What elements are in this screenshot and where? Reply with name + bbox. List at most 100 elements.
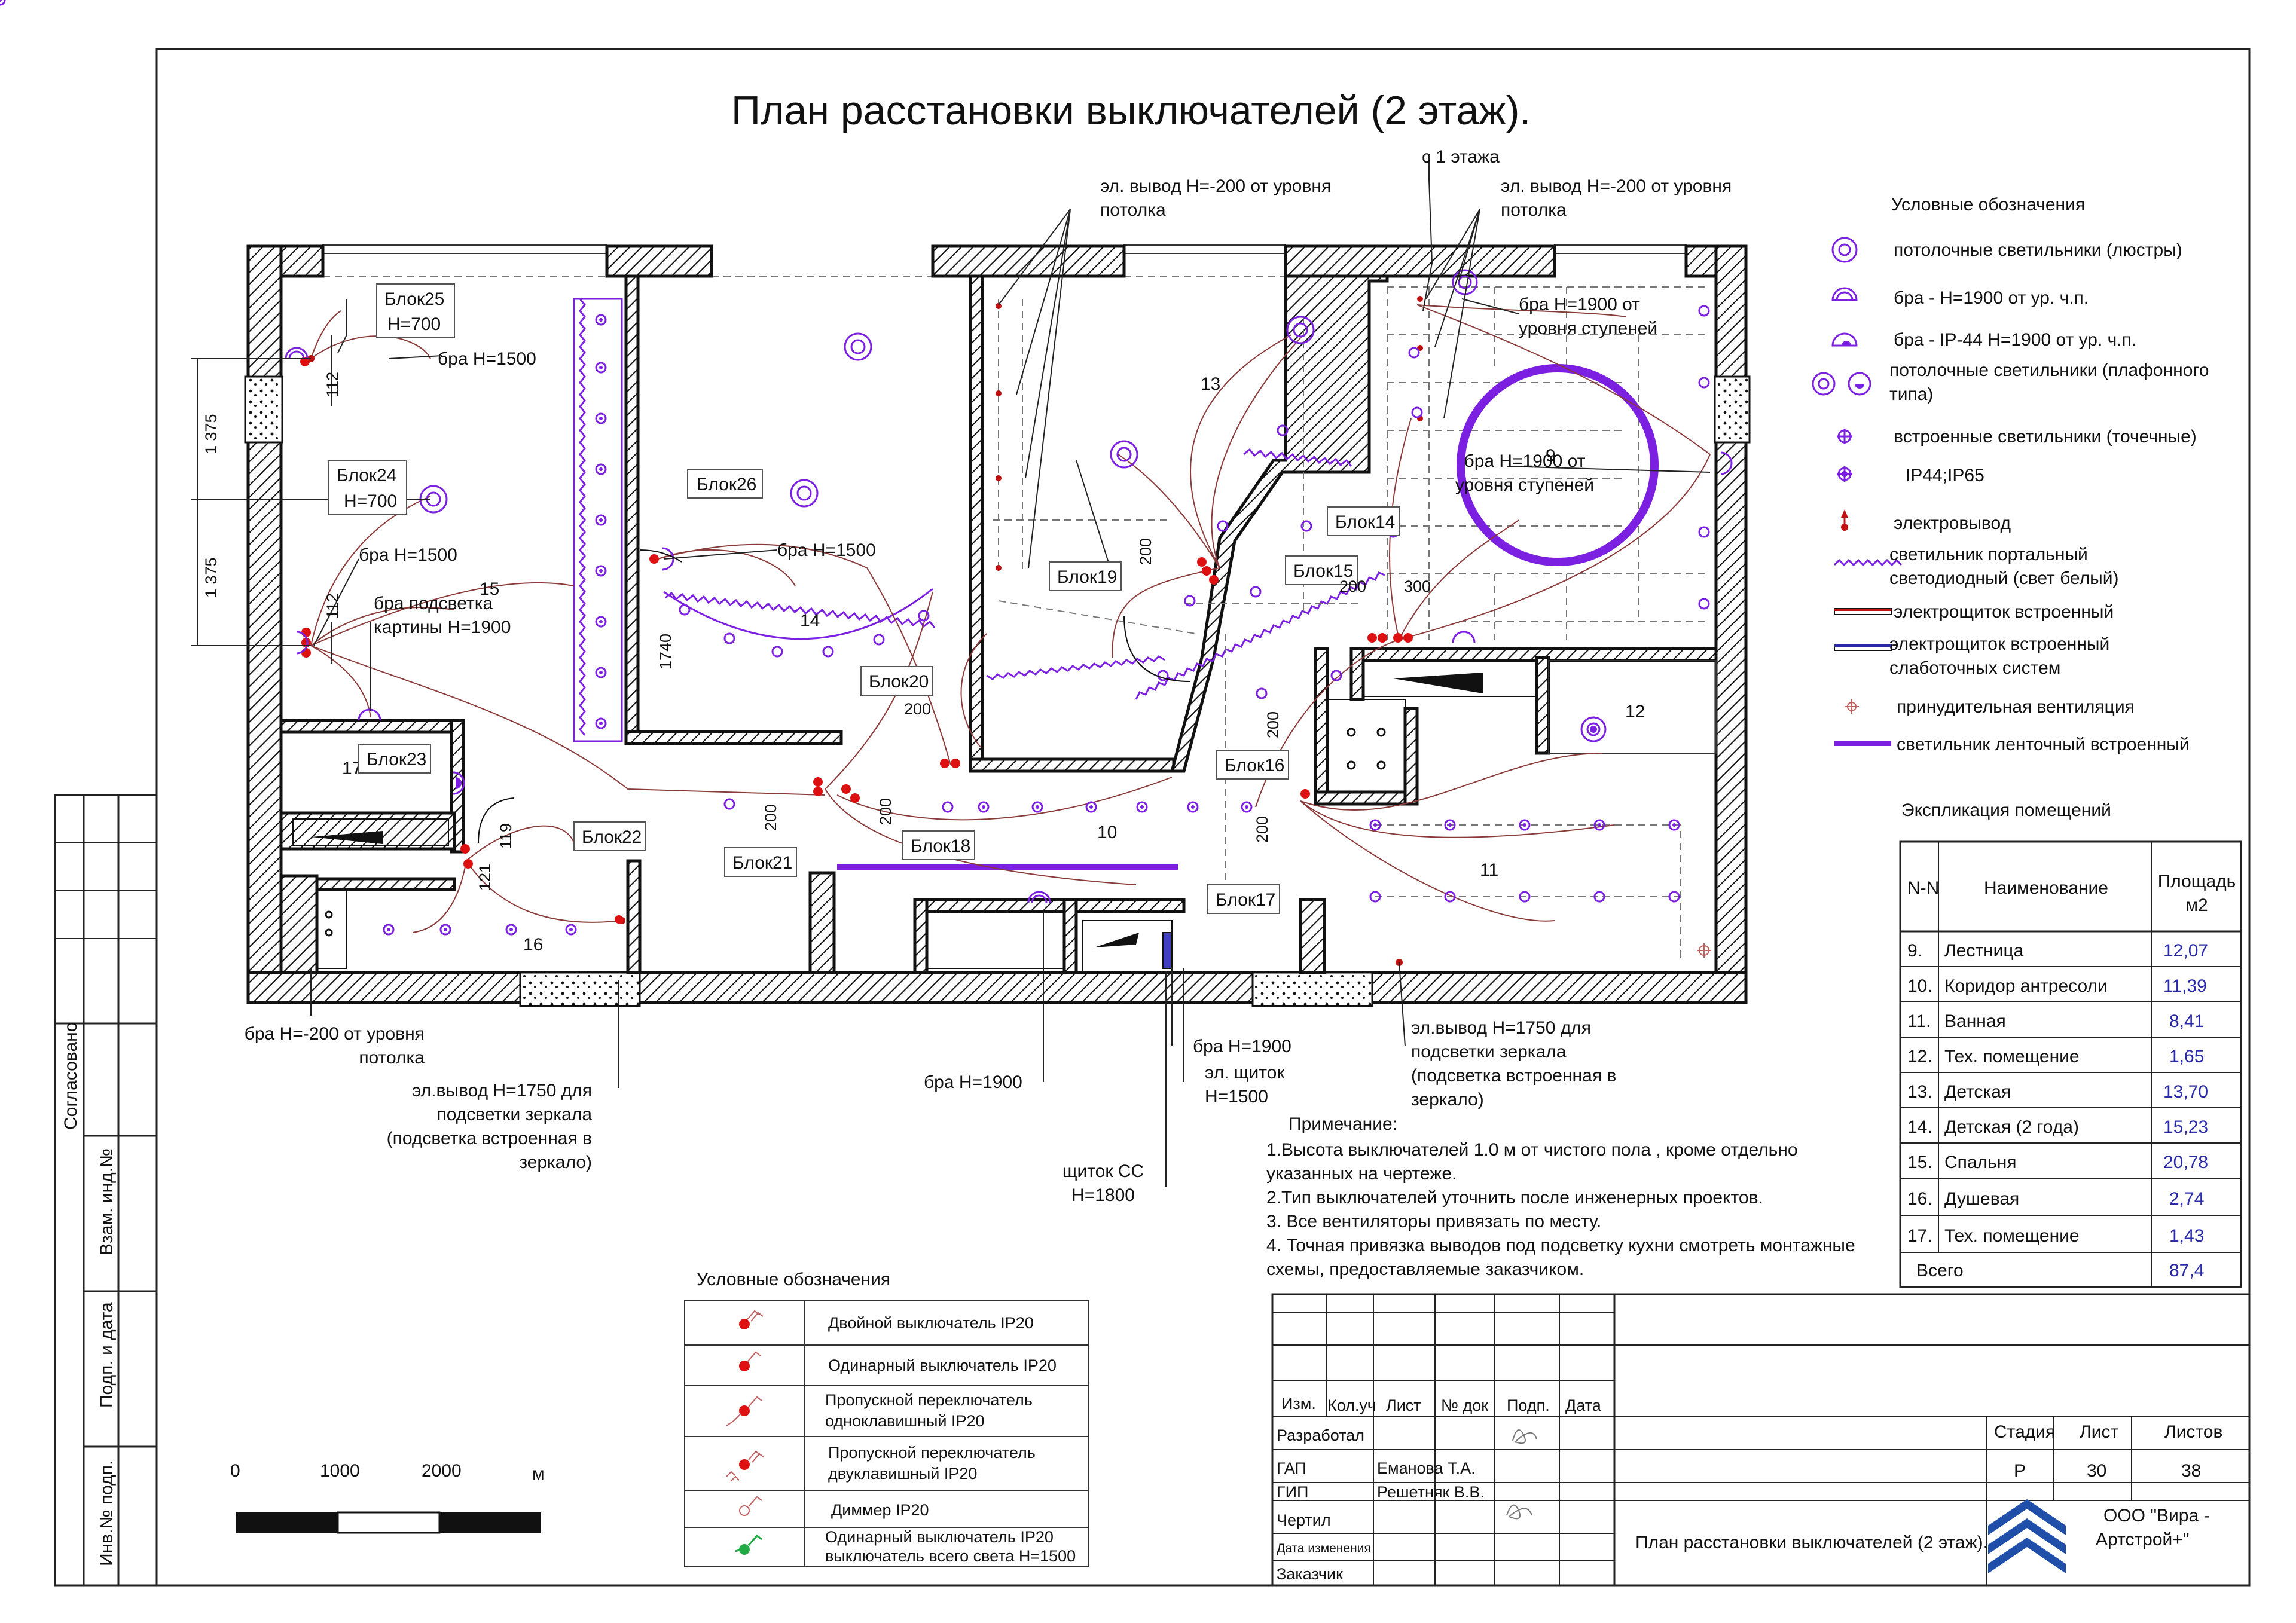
rooms-header-name: Наименование: [1984, 878, 2108, 898]
block-24-height: H=700: [344, 491, 397, 511]
tb-col-kol: Кол.уч: [1327, 1396, 1376, 1414]
tb-role-gip: ГИП: [1277, 1483, 1308, 1501]
rooms-total-label: Всего: [1916, 1261, 1964, 1280]
dim-200-f: 200: [877, 798, 894, 825]
block-label-20: Блок20: [869, 672, 929, 692]
side-label-replaced: Взам. инд.№: [97, 1148, 117, 1255]
wall-top-mid: [605, 244, 713, 278]
single-switch-icon: [739, 1351, 761, 1371]
rooms-header-num: N-N: [1907, 878, 1939, 898]
passthrough-double-icon: [726, 1450, 765, 1482]
passthrough-single-icon: [726, 1396, 762, 1426]
tb-sheets-header: Листов: [2164, 1422, 2222, 1442]
wall-interior-21: [1349, 647, 1365, 701]
block-25-height: H=700: [387, 314, 441, 334]
wall-interior-4: [969, 757, 1176, 773]
from-first-floor: с 1 этажа: [1422, 147, 1500, 167]
rooms-row-2-area: 11,39: [2163, 976, 2207, 996]
ring-light: [1457, 364, 1659, 566]
wall-interior-11: [808, 871, 836, 974]
rooms-row-2-num: 10.: [1907, 976, 1932, 996]
double-switch-icon: [739, 1310, 764, 1329]
ceiling-plafond-icon: [1812, 372, 1836, 396]
rooms-total-value: 87,4: [2169, 1261, 2204, 1280]
room-number-9: 9: [1546, 446, 1556, 466]
rooms-row-1-name: Лестница: [1944, 941, 2024, 961]
legend-switches-title: Условные обозначения: [697, 1270, 890, 1289]
rooms-row-3-num: 11.: [1907, 1011, 1931, 1031]
legend-lights-title: Условные обозначения: [1891, 195, 2085, 215]
dim-200-e: 200: [1253, 816, 1271, 843]
rooms-row-7-area: 20,78: [2163, 1153, 2208, 1172]
block-label-21: Блок21: [732, 853, 792, 873]
notes-line-4: 3. Все вентиляторы привязать по месту.: [1266, 1212, 1601, 1231]
tb-drawing-title: План расстановки выключателей (2 этаж).: [1635, 1533, 1988, 1552]
rooms-row-8-area: 2,74: [2169, 1189, 2204, 1209]
wall-interior-8: [279, 874, 319, 974]
scale-bar: 0 1000 2000 м: [230, 1461, 545, 1534]
rooms-row-6-name: Детская (2 года): [1944, 1117, 2079, 1137]
block-label-17: Блок17: [1216, 890, 1275, 910]
wall-top-mid2: [931, 244, 1126, 278]
tb-sheet-header: Лист: [2080, 1422, 2118, 1442]
scale-label-2000: 2000: [422, 1461, 462, 1481]
room-number-14: 14: [800, 611, 820, 631]
legend-lights-item-8: светильник портальный светодиодный (свет…: [1889, 545, 2119, 588]
legend-lights-item-11: принудительная вентиляция: [1897, 697, 2135, 717]
room-number-13: 13: [1201, 374, 1220, 394]
wall-left: [246, 244, 283, 1004]
tb-col-date: Дата: [1565, 1396, 1602, 1414]
ceiling-chandelier-icon: [1831, 237, 1858, 263]
ventilation-icon: [1845, 699, 1859, 714]
block-label-25: Блок25: [384, 289, 444, 309]
rooms-row-3-area: 8,41: [2169, 1011, 2204, 1031]
dim-200-g: 200: [1339, 577, 1366, 595]
master-switch-icon: [735, 1534, 762, 1555]
block-label-16: Блок16: [1225, 756, 1284, 775]
wall-interior-10: [626, 859, 642, 974]
rooms-row-5-area: 13,70: [2163, 1082, 2208, 1102]
wall-interior-9: [315, 877, 456, 891]
legend-lights-item-9: электрощиток встроенный: [1894, 602, 2114, 622]
dim-200-d: 200: [1264, 711, 1282, 738]
sconces: [285, 347, 1733, 903]
title-block: Изм. Кол.уч Лист № док Подп. Дата Разраб…: [1271, 1293, 2251, 1587]
notes-line-5: 4. Точная привязка выводов под подсветку…: [1266, 1236, 1855, 1255]
block-label-18: Блок18: [911, 836, 970, 856]
tb-role-drafter: Чертил: [1277, 1511, 1331, 1529]
wall-interior-17: [1314, 647, 1329, 806]
tb-role-gap: ГАП: [1277, 1459, 1306, 1477]
rooms-row-4-num: 12.: [1907, 1047, 1932, 1066]
room-number-12: 12: [1625, 702, 1645, 722]
rooms-row-9-num: 17.: [1907, 1226, 1932, 1246]
wall-interior-2: [624, 730, 843, 745]
sconce-ip44-icon: [1831, 332, 1858, 347]
tb-gap-name: Еманова Т.А.: [1377, 1459, 1476, 1477]
wall-interior-18: [1314, 790, 1419, 806]
dim-200-a: 200: [1137, 538, 1155, 565]
floor-plan: 9 10 11 12 13 14 15 16 17 Блок14 Блок15 …: [0, 0, 1751, 1205]
notes: Примечание: 1.Высота выключателей 1.0 м …: [1266, 1114, 1855, 1279]
rooms-row-5-name: Детская: [1944, 1082, 2011, 1102]
dim-119: 119: [497, 823, 515, 849]
legend-switch-item-6: Одинарный выключатель IP20 выключатель в…: [825, 1528, 1076, 1565]
stair: [1387, 286, 1710, 640]
wall-interior-14: [1062, 898, 1078, 974]
callout-sconce-1500-b: бра H=1500: [359, 545, 457, 565]
rooms-row-7-num: 15.: [1907, 1153, 1932, 1172]
legend-lights-item-3: бра - IP-44 H=1900 от ур. ч.п.: [1894, 330, 2136, 350]
callout-ceiling-out-2: эл. вывод H=-200 от уровня потолка: [1501, 176, 1732, 220]
block-label-15: Блок15: [1293, 561, 1353, 581]
side-stamp: Согласовано Взам. инд.№ Подп. и дата Инв…: [54, 794, 158, 1587]
legend-lights-item-5: встроенные светильники (точечные): [1894, 427, 2197, 447]
callout-mirror-left: эл.вывод H=1750 для подсветки зеркала (п…: [386, 1081, 592, 1172]
dim-300: 300: [1404, 577, 1431, 595]
legend-switches: Условные обозначения Двойной выключатель…: [684, 1270, 1089, 1567]
legend-switch-item-4: Пропускной переключатель двуклавишный IP…: [828, 1444, 1036, 1483]
rooms-rows: 9. Лестница 12,07 10. Коридор антресоли …: [1907, 941, 2208, 1246]
callout-picture-sconce: бра подсветка картины H=1900: [374, 594, 511, 637]
dim-200-b: 200: [904, 700, 931, 718]
tb-company-line2: Артстрой+": [2096, 1530, 2189, 1549]
room-number-15: 15: [480, 579, 499, 599]
legend-lights-item-12: светильник ленточный встроенный: [1897, 735, 2190, 754]
